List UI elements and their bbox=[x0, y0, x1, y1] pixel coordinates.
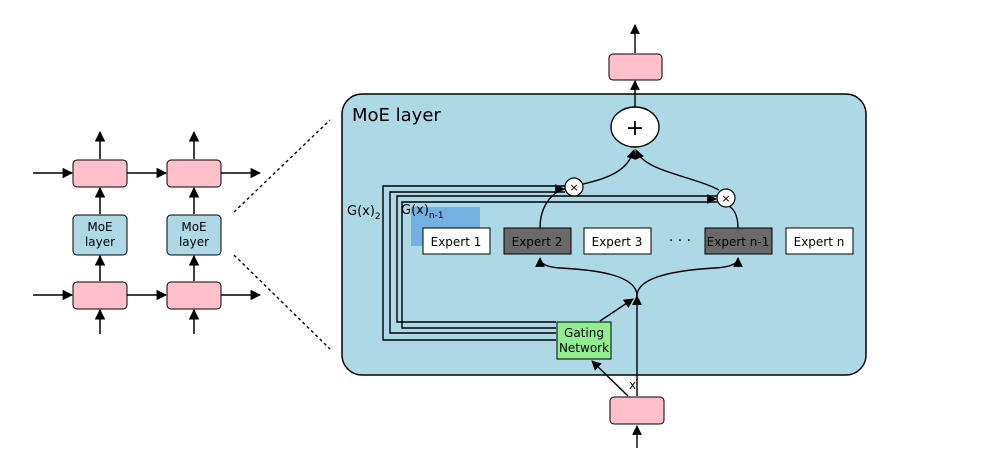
experts: Expert 1 Expert 2 Expert 3 · · · Expert … bbox=[422, 227, 854, 255]
hidden-state-box bbox=[166, 281, 222, 310]
gating-network-box bbox=[556, 321, 612, 360]
gate-lines bbox=[382, 185, 717, 341]
expert-3-box bbox=[583, 227, 652, 255]
gating-network-label: Network bbox=[559, 341, 609, 355]
small-moe-label: MoE bbox=[181, 220, 206, 234]
gating-to-branch-arrow bbox=[599, 298, 634, 322]
small-moe-box bbox=[166, 214, 222, 256]
input-label: x bbox=[629, 378, 636, 392]
gate-output-label-2: G(x)2 bbox=[347, 204, 381, 222]
route-to-expert-2 bbox=[535, 257, 638, 297]
expert-2-box bbox=[503, 227, 572, 255]
hidden-state-box bbox=[72, 159, 128, 188]
plus-symbol: + bbox=[626, 116, 644, 141]
hidden-state-box bbox=[166, 159, 222, 188]
input-box bbox=[609, 396, 665, 425]
small-moe-box bbox=[72, 214, 128, 256]
zoom-line bbox=[233, 119, 331, 213]
expert-2-label: Expert 2 bbox=[512, 235, 563, 249]
multiply-symbol: × bbox=[721, 192, 730, 205]
expert-n1-box bbox=[704, 227, 773, 255]
route-to-expert-n1 bbox=[636, 257, 743, 297]
multiply-symbol: × bbox=[569, 181, 578, 194]
input-to-gating-arrow bbox=[591, 360, 629, 397]
output-box bbox=[608, 53, 663, 81]
small-diagram: MoE layer MoE layer bbox=[33, 130, 262, 334]
expert-n1-label: Expert n-1 bbox=[707, 235, 770, 249]
small-moe-label: layer bbox=[85, 235, 115, 249]
expert-2-output bbox=[539, 188, 566, 229]
moe-layer-title: MoE layer bbox=[352, 105, 441, 126]
expert-n-box bbox=[785, 227, 854, 255]
expert-1-label: Expert 1 bbox=[431, 235, 482, 249]
expert-n-label: Expert n bbox=[794, 235, 845, 249]
gating-network-label: Gating bbox=[564, 326, 604, 340]
to-sum-arrow bbox=[582, 149, 637, 185]
hidden-state-box bbox=[72, 281, 128, 310]
ellipsis: · · · bbox=[669, 233, 691, 249]
zoom-line bbox=[233, 254, 331, 350]
gate-output-label-n1: G(x)n-1 bbox=[401, 203, 444, 221]
small-moe-label: MoE bbox=[87, 220, 112, 234]
to-sum-arrow bbox=[634, 149, 720, 191]
expert-1-box bbox=[422, 227, 491, 255]
multiply-node-2 bbox=[716, 188, 736, 208]
small-moe-label: layer bbox=[179, 235, 209, 249]
multiply-node-1 bbox=[564, 177, 584, 197]
expert-3-label: Expert 3 bbox=[592, 235, 643, 249]
